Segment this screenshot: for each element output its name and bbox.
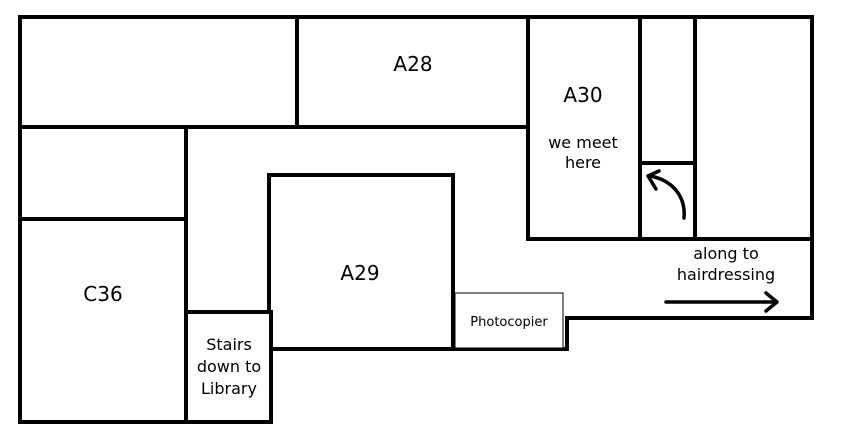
room-label-c36: C36 xyxy=(83,282,122,306)
room-label-a28: A28 xyxy=(393,52,432,76)
curved-arrow-icon xyxy=(646,169,686,220)
arrow-right-icon xyxy=(664,291,779,313)
meeting-note-line1: we meet xyxy=(548,133,618,152)
interior-walls xyxy=(18,15,814,424)
direction-note-line2: hairdressing xyxy=(677,265,775,284)
outer-walls xyxy=(18,15,814,424)
room-label-a30: A30 xyxy=(563,83,602,107)
stairs-label-line2: down to xyxy=(197,357,261,376)
stairs-label-line1: Stairs xyxy=(206,335,252,354)
stairs-label-line3: Library xyxy=(201,379,257,398)
room-label-a29: A29 xyxy=(340,261,379,285)
direction-note-line1: along to xyxy=(693,244,758,263)
meeting-note-line2: here xyxy=(565,153,601,172)
photocopier: Photocopier xyxy=(454,292,564,349)
photocopier-label: Photocopier xyxy=(470,315,548,330)
